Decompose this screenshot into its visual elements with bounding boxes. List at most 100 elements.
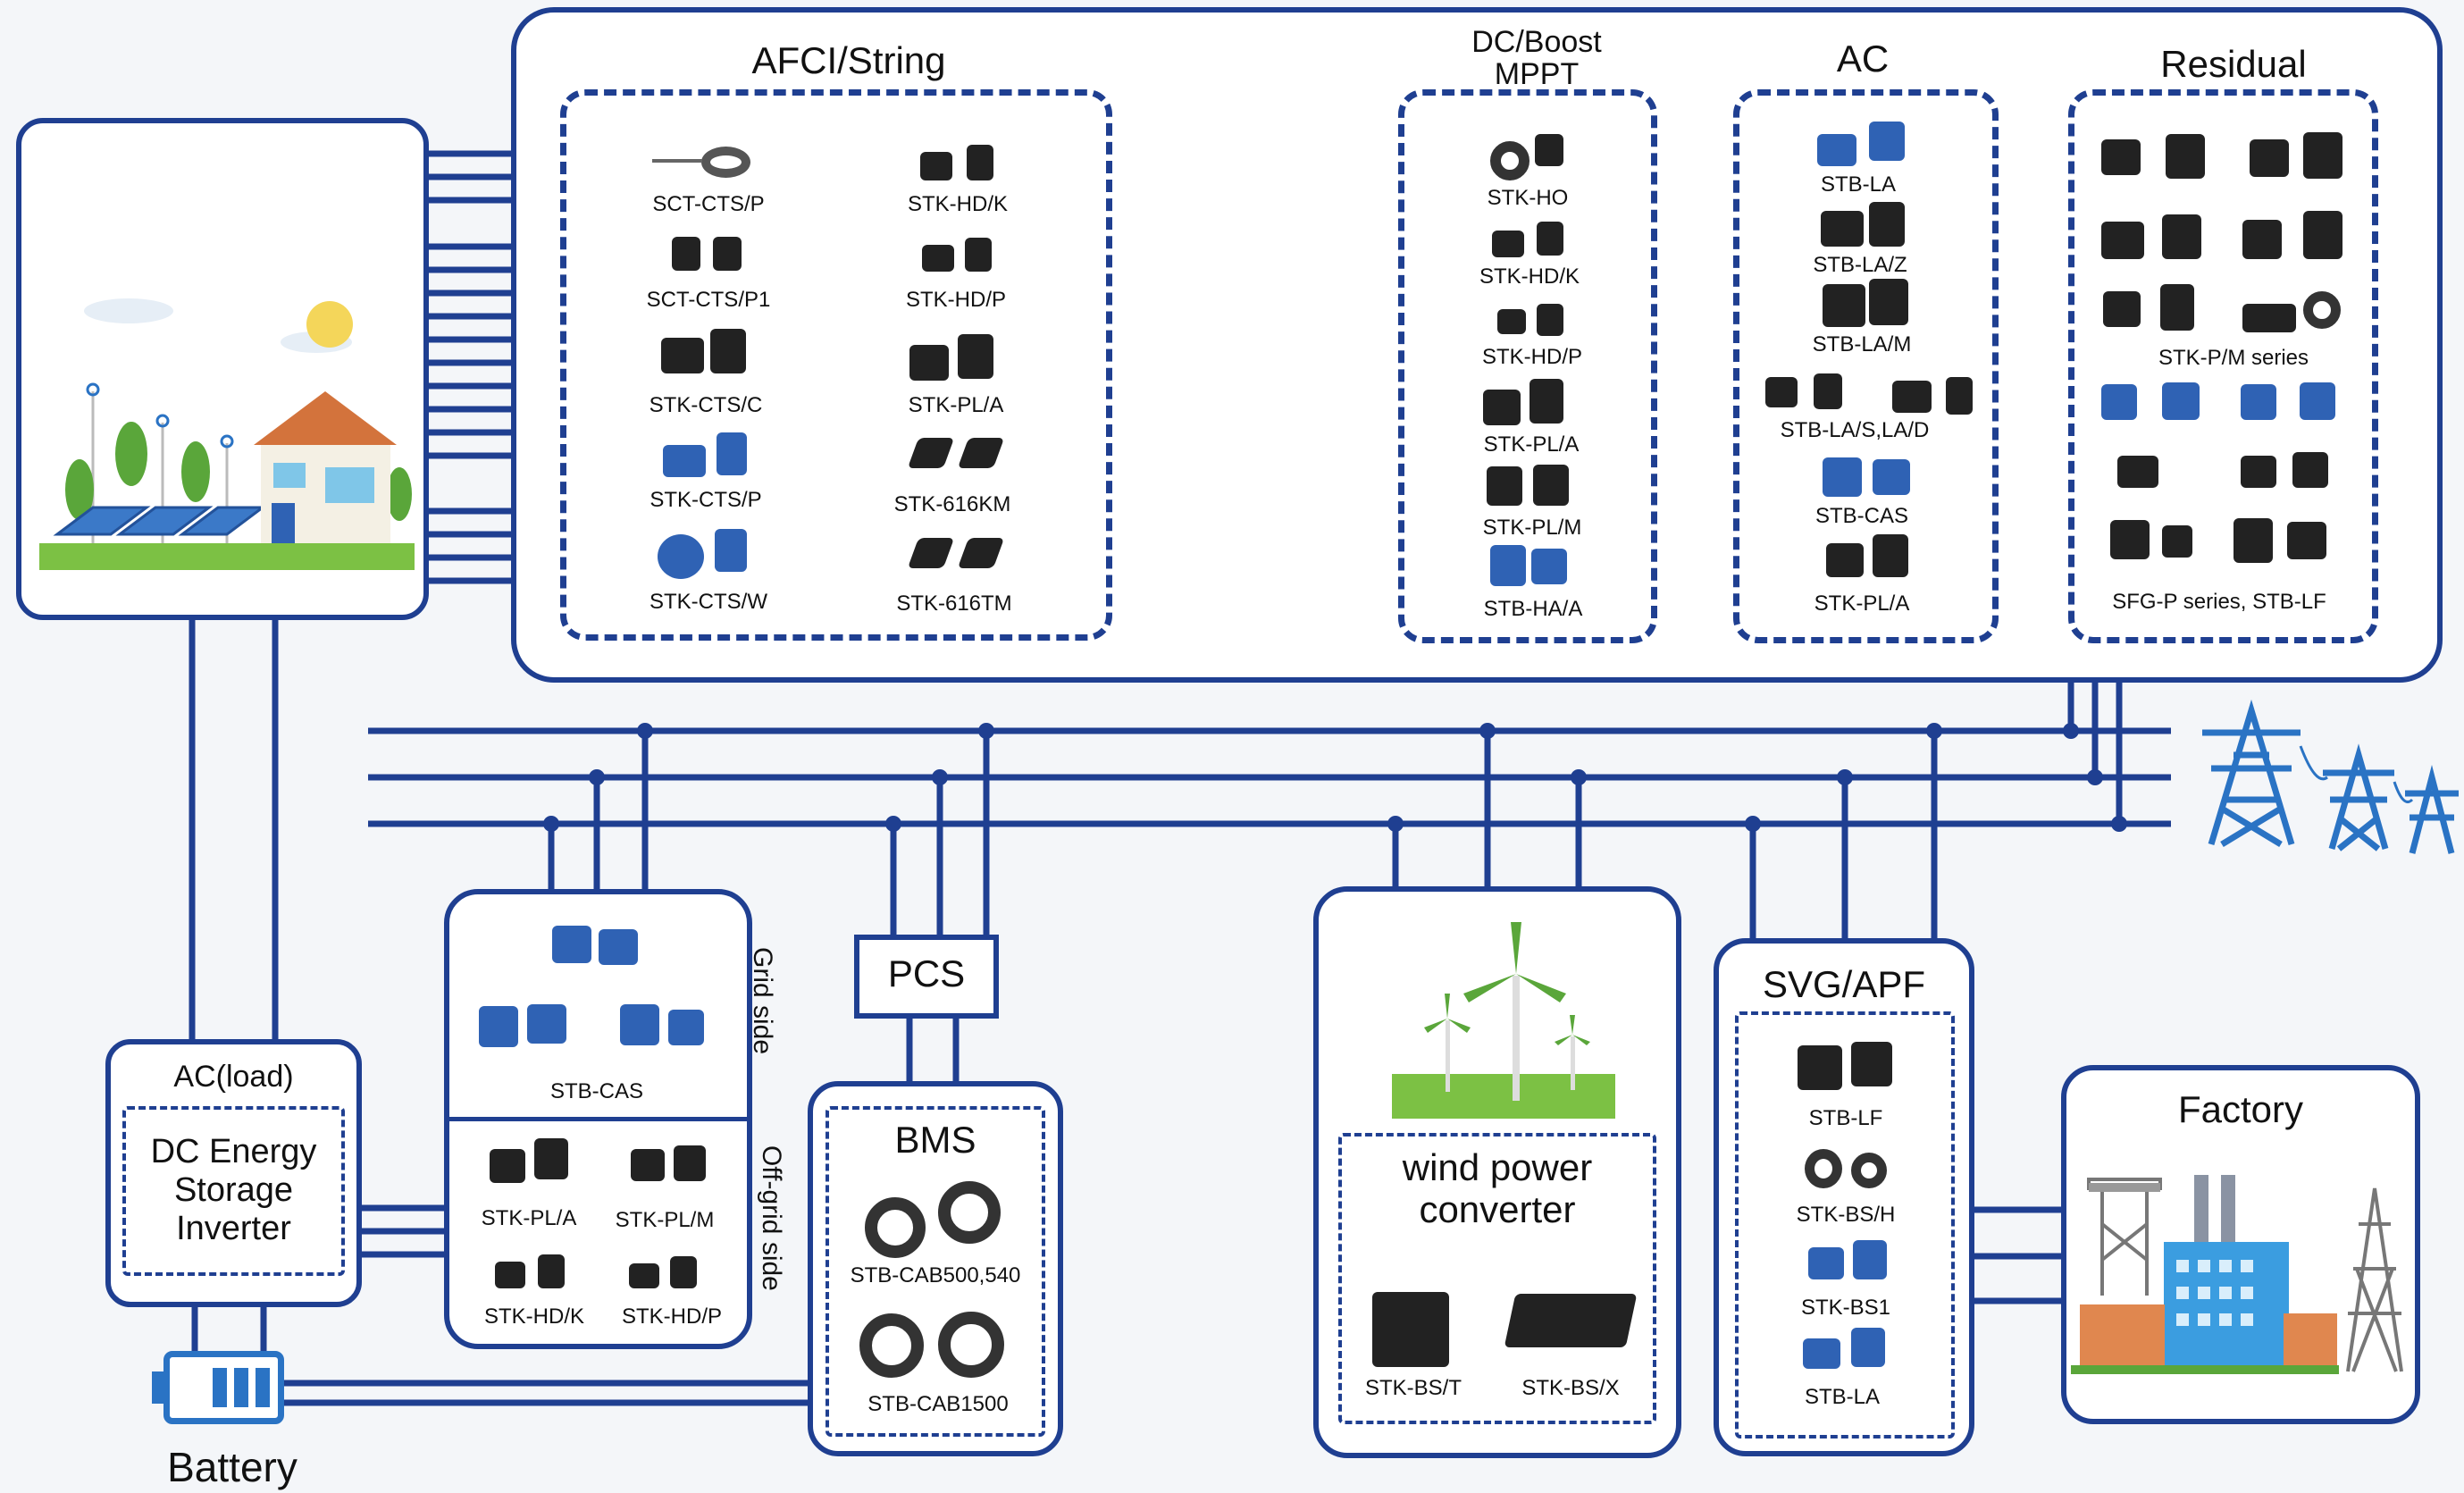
off-label-1: STK-PL/A — [481, 1206, 577, 1230]
stk-cts-w-component-b — [715, 529, 747, 572]
stk-cts-c-component-b — [710, 329, 746, 373]
stk-cts-p-component — [663, 445, 706, 477]
dcboost-label-3: STK-HD/P — [1481, 345, 1583, 369]
off-grid-side-label: Off-grid side — [757, 1145, 786, 1291]
og-stk-pl-m-b — [674, 1145, 706, 1181]
bms-cab1500-b — [938, 1312, 1004, 1378]
off-label-2: STK-PL/M — [615, 1208, 715, 1232]
residual-c5 — [2101, 222, 2144, 259]
bms-title: BMS — [894, 1119, 976, 1161]
residual-c17 — [2117, 456, 2158, 488]
battery-icon — [163, 1351, 284, 1424]
ac-label-4: STB-LA/S,LA/D — [1780, 418, 1930, 442]
stk-hd-k-component-b — [967, 145, 993, 180]
residual-title: Residual — [2160, 43, 2307, 85]
grid-stb-cas-r-b — [668, 1010, 704, 1045]
dc-stk-pl-m-component — [1487, 466, 1522, 506]
stb-la-z-component-b — [1869, 202, 1905, 247]
wind-inner — [1338, 1133, 1656, 1424]
dcboost-label-4: STK-PL/A — [1483, 432, 1580, 457]
stk-bs1-component-b — [1853, 1240, 1887, 1279]
stk-ho-component-b — [1535, 134, 1563, 166]
wind-label-2: STK-BS/X — [1521, 1376, 1620, 1400]
bms-panel — [808, 1081, 1063, 1456]
stk-bs-x-component — [1504, 1294, 1638, 1347]
ac-label-3: STB-LA/M — [1812, 332, 1912, 356]
stb-la-m-component — [1823, 284, 1865, 327]
stb-lf-component-b — [1851, 1042, 1892, 1086]
residual-c19 — [2292, 452, 2328, 488]
stk-pl-a-component — [909, 345, 949, 381]
house-solar-illustration — [39, 298, 415, 570]
dcboost-label-2: STK-HD/K — [1479, 264, 1580, 289]
residual-c2 — [2166, 134, 2205, 179]
bms-cab1500-a — [859, 1313, 924, 1378]
dcboost-group — [1398, 89, 1657, 643]
dc-stk-hd-k-component — [1492, 231, 1524, 257]
stk-bs1-component — [1808, 1247, 1844, 1279]
stk-pl-a-component-b — [958, 334, 993, 379]
stb-lf-component — [1798, 1045, 1842, 1090]
residual-c18 — [2241, 456, 2276, 488]
ac-label-2: STB-LA/Z — [1813, 253, 1907, 277]
stk-bs-h-component — [1805, 1149, 1842, 1188]
ac-group — [1733, 89, 1999, 643]
inverter-line-1: DC Energy — [150, 1133, 317, 1170]
residual-c21 — [2162, 525, 2192, 558]
power-tower-icon — [2202, 699, 2459, 854]
grid-block-divider — [447, 1117, 750, 1121]
stb-cas-component-b — [1873, 459, 1910, 495]
stb-la-s-component-b — [1814, 373, 1842, 409]
residual-label-2: SFG-P series, STB-LF — [2112, 590, 2326, 614]
off-label-4: STK-HD/P — [621, 1304, 723, 1329]
stb-ha-a-component — [1490, 545, 1526, 586]
og-stk-hd-p — [629, 1263, 659, 1288]
grid-stb-cas-top-b — [599, 929, 638, 965]
inverter-line-2: Storage — [173, 1171, 294, 1209]
svg-apf-panel — [1714, 938, 1974, 1456]
residual-c22 — [2234, 518, 2273, 563]
house-solar-panel — [16, 118, 429, 620]
stb-la-z-component — [1821, 211, 1864, 247]
stb-la-component-b — [1869, 122, 1905, 161]
bms-label-1: STB-CAB500,540 — [850, 1263, 1021, 1288]
afci-string-group — [560, 89, 1112, 641]
sct-cts-p1-component-b — [713, 237, 742, 271]
bms-label-2: STB-CAB1500 — [867, 1392, 1009, 1416]
inverter-panel — [105, 1039, 362, 1307]
wind-label-1: STK-BS/T — [1364, 1376, 1462, 1400]
ac-title: AC — [1836, 38, 1890, 80]
afci-label-9: STK-616KM — [893, 492, 1011, 516]
residual-c8 — [2303, 211, 2342, 259]
dcboost-label-5: STK-PL/M — [1482, 516, 1582, 540]
og-stk-pl-m — [631, 1149, 665, 1181]
grid-stb-cas-l-b — [527, 1004, 566, 1044]
bms-cab500-b — [938, 1181, 1001, 1244]
stb-ha-a-component-b — [1531, 549, 1567, 584]
og-stk-pl-a — [490, 1149, 525, 1183]
residual-c11 — [2242, 304, 2296, 332]
ac-label-5: STB-CAS — [1814, 504, 1909, 528]
residual-c12 — [2303, 291, 2341, 329]
grid-side-label: Grid side — [748, 947, 777, 1055]
wind-title-line2: converter — [1419, 1188, 1576, 1230]
og-stk-pl-a-b — [534, 1138, 568, 1179]
afci-label-2: SCT-CTS/P1 — [646, 288, 771, 312]
afci-label-1: SCT-CTS/P — [652, 192, 765, 216]
dc-stk-pl-a-component-b — [1530, 379, 1563, 424]
dcboost-label-6: STB-HA/A — [1483, 597, 1583, 621]
residual-c15 — [2241, 384, 2276, 420]
residual-c7 — [2242, 220, 2282, 259]
sct-cts-p1-component — [672, 237, 700, 271]
afci-label-5: STK-CTS/W — [650, 590, 767, 614]
grid-stb-cas-l — [479, 1006, 518, 1047]
residual-c3 — [2250, 139, 2289, 177]
dc-stk-hd-k-component-b — [1537, 222, 1563, 256]
dcboost-title-line1: DC/Boost — [1471, 25, 1602, 59]
afci-label-10: STK-616TM — [896, 591, 1012, 616]
stb-cas-component — [1823, 457, 1862, 497]
wind-title-line1: wind power — [1402, 1146, 1593, 1188]
residual-c1 — [2101, 139, 2141, 175]
residual-c13 — [2101, 384, 2137, 420]
afci-label-4: STK-CTS/P — [650, 488, 762, 512]
